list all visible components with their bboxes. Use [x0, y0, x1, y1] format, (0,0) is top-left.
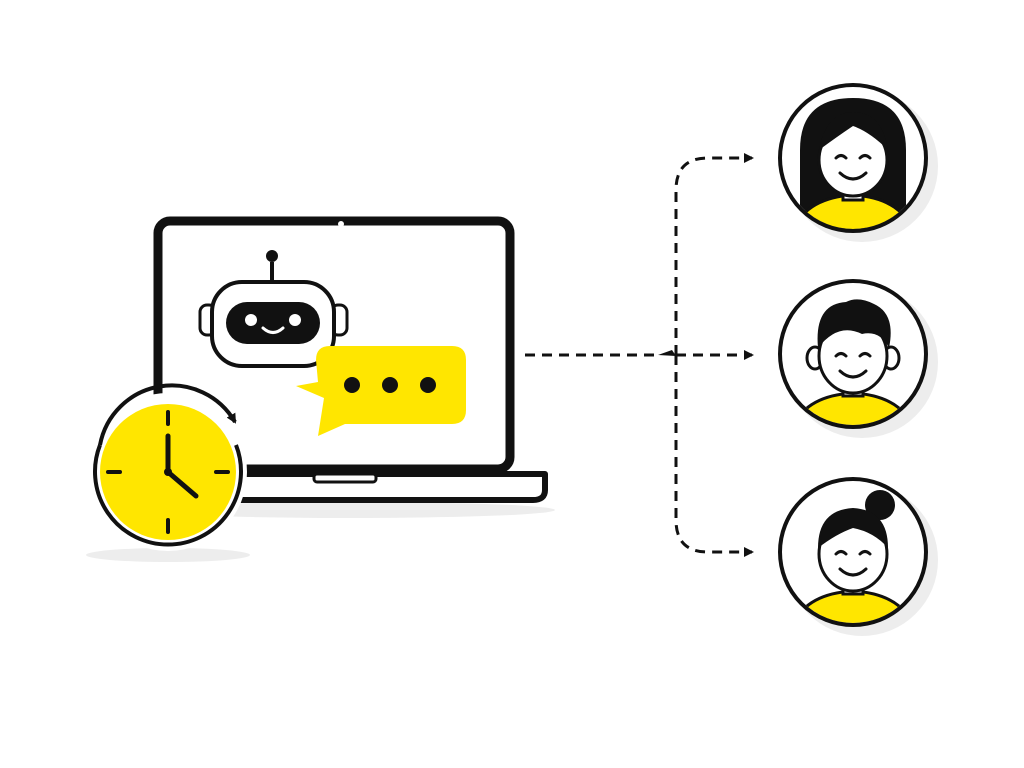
eye-left	[834, 550, 848, 556]
laptop-trackpad-notch	[312, 472, 378, 484]
typing-dot	[420, 377, 436, 393]
eye-left	[834, 154, 848, 160]
robot-smile	[261, 326, 285, 334]
smile	[838, 567, 868, 577]
laptop-camera	[338, 221, 344, 227]
laptop-shadow	[145, 502, 555, 518]
typing-dots	[344, 377, 436, 393]
smile	[838, 369, 868, 379]
hair-bun	[865, 490, 895, 520]
robot-eye-right	[289, 314, 301, 326]
user-woman-long-hair-icon	[778, 83, 938, 242]
chat-bubble-icon	[296, 346, 466, 436]
robot-visor	[226, 302, 320, 344]
hair-short	[817, 299, 891, 348]
clock-icon	[86, 383, 250, 562]
eye-right	[858, 550, 872, 556]
hair-fringe	[819, 112, 888, 150]
chat-bubble-body	[296, 346, 466, 436]
avatar-ring	[778, 477, 928, 627]
avatar-ring	[778, 83, 928, 233]
clock-rotation-arrow	[98, 383, 237, 446]
avatar-ring	[778, 279, 928, 429]
eye-right	[858, 352, 872, 358]
hair-top	[818, 508, 888, 548]
clock-rim	[93, 444, 243, 547]
smile	[838, 171, 868, 181]
robot-antenna-tip	[266, 250, 278, 262]
eye-left	[834, 352, 848, 358]
routing-connectors	[525, 153, 754, 557]
robot-icon	[198, 250, 349, 368]
typing-dot	[382, 377, 398, 393]
connector-junction	[658, 350, 676, 356]
eye-right	[858, 154, 872, 160]
connector-to-user-3	[674, 355, 754, 557]
user-woman-bun-icon	[778, 477, 938, 636]
robot-eye-left	[245, 314, 257, 326]
connector-to-user-1	[674, 153, 754, 355]
clock-center	[164, 468, 172, 476]
user-man-icon	[778, 279, 938, 438]
typing-dot	[344, 377, 360, 393]
clock-shadow	[86, 548, 250, 562]
clock-hand-hour	[165, 469, 199, 499]
